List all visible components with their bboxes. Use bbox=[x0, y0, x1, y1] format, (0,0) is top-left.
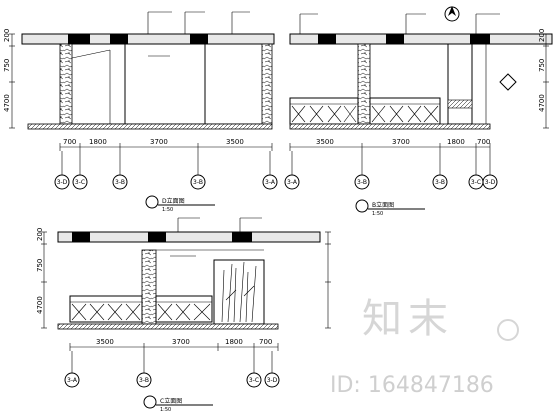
axis-bubble bbox=[262, 174, 278, 190]
roof-slab bbox=[21, 33, 275, 45]
watermark: 知末 ID: 164847186 bbox=[330, 296, 519, 398]
vdim-b-1: 200 bbox=[538, 29, 546, 42]
hdim-c-2: 3700 bbox=[172, 338, 190, 346]
door-frame bbox=[447, 43, 473, 125]
axis-label: 3-A bbox=[67, 377, 78, 384]
axis-label: 3-D bbox=[57, 179, 68, 186]
vdim-a-3: 4700 bbox=[3, 94, 11, 112]
ground-base bbox=[57, 323, 279, 330]
railing-left bbox=[69, 295, 143, 323]
axis-label: 3-B bbox=[193, 179, 203, 186]
elevation-a-horizontal-dims: 700 1800 3700 3500 bbox=[59, 138, 273, 151]
hdim-a-1: 700 bbox=[63, 138, 76, 146]
roof-beam bbox=[110, 34, 128, 44]
roof-beam bbox=[386, 34, 404, 44]
elevation-a: 200 750 4700 bbox=[3, 11, 278, 213]
axis-label: 3-A bbox=[265, 179, 276, 186]
reed-panel bbox=[213, 259, 265, 325]
elevation-c: 200 750 4700 3500 3700 1800 700 bbox=[36, 217, 331, 413]
stone-column bbox=[59, 43, 73, 125]
hdim-c-1: 3500 bbox=[96, 338, 114, 346]
axis-label: 3-C bbox=[249, 377, 259, 384]
axis-bubble bbox=[112, 174, 128, 190]
roof-beam bbox=[148, 232, 166, 242]
vdim-c-2: 750 bbox=[36, 259, 44, 272]
stone-column bbox=[261, 43, 273, 125]
roof-beam bbox=[72, 232, 90, 242]
axis-label: 3-A bbox=[287, 179, 298, 186]
roof-beam bbox=[68, 34, 90, 44]
elevation-marker-icon bbox=[499, 73, 517, 91]
elevation-a-axes: 3-D 3-C 3-B 3-B 3-A bbox=[54, 151, 278, 190]
roof-slab bbox=[57, 231, 321, 243]
ground-base bbox=[27, 123, 273, 130]
stone-column bbox=[357, 43, 371, 125]
axis-label: 3-B bbox=[435, 179, 445, 186]
watermark-logo: 知末 bbox=[362, 296, 454, 342]
vdim-a-1: 200 bbox=[3, 29, 11, 42]
hdim-b-3: 1800 bbox=[447, 138, 465, 146]
axis-label: 3-D bbox=[485, 179, 496, 186]
hdim-b-2: 3700 bbox=[392, 138, 410, 146]
elevation-c-horizontal-dims: 3500 3700 1800 700 bbox=[69, 338, 279, 351]
elevation-c-vertical-dims-left: 200 750 4700 bbox=[36, 228, 47, 329]
roof-beam bbox=[470, 34, 490, 44]
elevation-c-axes: 3-A 3-B 3-C 3-D bbox=[64, 351, 280, 388]
axis-bubble bbox=[72, 174, 88, 190]
axis-label: 3-C bbox=[471, 179, 481, 186]
elevation-b-horizontal-dims: 3500 3700 1800 700 bbox=[289, 138, 490, 151]
elevation-a-scale: 1:50 bbox=[162, 207, 173, 213]
axis-label: 3-D bbox=[267, 377, 278, 384]
elevation-a-vertical-dims: 200 750 4700 bbox=[3, 29, 15, 129]
railing-middle bbox=[155, 295, 213, 323]
stone-column bbox=[141, 249, 157, 325]
axis-label: 3-C bbox=[75, 179, 85, 186]
roof-beam bbox=[190, 34, 208, 44]
axis-bubble bbox=[54, 174, 70, 190]
ground-base bbox=[289, 123, 491, 130]
watermark-id: ID: 164847186 bbox=[330, 373, 494, 398]
hdim-b-1: 3500 bbox=[316, 138, 334, 146]
elevation-b-title: B立面图 1:50 bbox=[355, 199, 425, 217]
hdim-c-4: 700 bbox=[259, 338, 272, 346]
roof-beam bbox=[318, 34, 336, 44]
elevation-b-axes: 3-A 3-B 3-B 3-C 3-D bbox=[284, 151, 498, 190]
axis-label: 3-B bbox=[115, 179, 125, 186]
railing-right bbox=[369, 97, 441, 125]
elevation-c-vertical-dims-right bbox=[325, 231, 331, 329]
elevation-b: 200 750 4700 3500 3700 1800 700 bbox=[284, 6, 553, 217]
watermark-registered-icon bbox=[497, 319, 519, 341]
elevation-a-title-text: D立面图 bbox=[162, 197, 185, 205]
axis-label: 3-B bbox=[357, 179, 367, 186]
vdim-c-3: 4700 bbox=[36, 296, 44, 314]
axis-label: 3-B bbox=[139, 377, 149, 384]
vdim-b-2: 750 bbox=[538, 59, 546, 72]
hdim-a-4: 3500 bbox=[226, 138, 244, 146]
railing-left bbox=[289, 97, 359, 125]
roof-beam bbox=[232, 232, 252, 242]
elevation-b-vertical-dims: 200 750 4700 bbox=[538, 29, 549, 129]
elevation-c-title-text: C立面图 bbox=[160, 397, 182, 405]
hdim-a-3: 3700 bbox=[150, 138, 168, 146]
hdim-a-2: 1800 bbox=[89, 138, 107, 146]
elevation-c-scale: 1:50 bbox=[160, 407, 171, 413]
hdim-b-4: 700 bbox=[477, 138, 490, 146]
vdim-a-2: 750 bbox=[3, 59, 11, 72]
elevation-c-title: C立面图 1:50 bbox=[143, 395, 213, 413]
roof-slab bbox=[289, 33, 553, 45]
elevation-a-title: D立面图 1:50 bbox=[145, 195, 215, 213]
vdim-c-1: 200 bbox=[36, 228, 44, 241]
elevation-b-scale: 1:50 bbox=[372, 211, 383, 217]
axis-bubble bbox=[190, 174, 206, 190]
vdim-b-3: 4700 bbox=[538, 94, 546, 112]
hdim-c-3: 1800 bbox=[225, 338, 243, 346]
elevation-b-title-text: B立面图 bbox=[372, 201, 394, 209]
